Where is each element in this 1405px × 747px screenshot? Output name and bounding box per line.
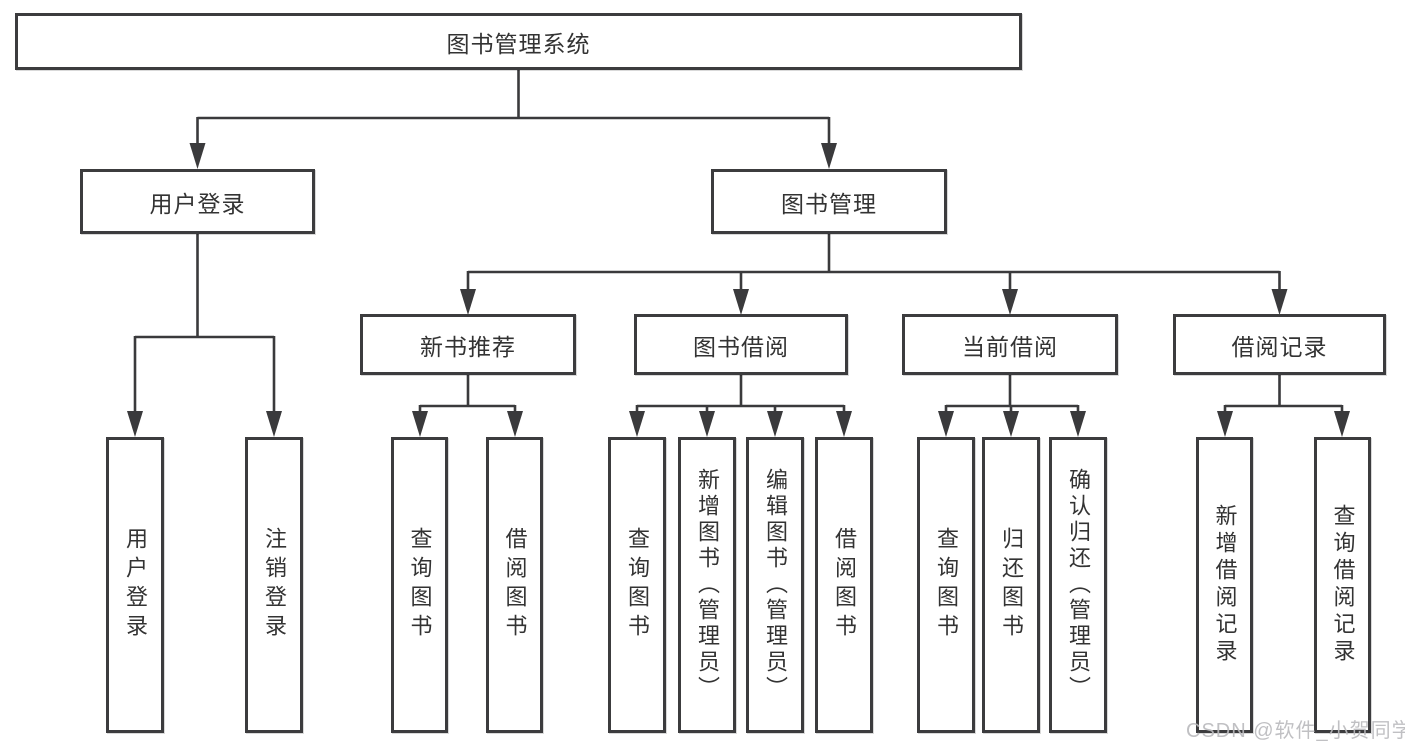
leaf-user-login: 用户登录 [106,437,164,733]
leaf-return-books: 归还图书 [982,437,1040,733]
node-label: 图书借阅 [693,333,789,360]
leaf-label: 借阅图书 [832,527,857,643]
leaf-query-books-2: 查询图书 [608,437,666,733]
leaf-label: 查询图书 [934,527,959,643]
node-book-borrow: 图书借阅 [634,314,848,375]
leaf-query-borrow-record: 查询借阅记录 [1314,437,1371,733]
node-borrow-records: 借阅记录 [1173,314,1386,375]
node-label: 当前借阅 [962,333,1058,360]
csdn-watermark: CSDN @软件_小贺同学 [1186,720,1405,742]
leaf-label: 查询图书 [625,527,650,643]
leaf-borrow-books-2: 借阅图书 [815,437,873,733]
node-new-book-recommend: 新书推荐 [360,314,576,375]
leaf-query-books-3: 查询图书 [917,437,975,733]
leaf-edit-books-admin: 编辑图书（管理员） [746,437,804,733]
leaf-borrow-books-1: 借阅图书 [486,437,543,733]
leaf-label: 编辑图书（管理员） [763,468,788,702]
leaf-label: 新增借阅记录 [1212,504,1238,666]
node-book-management: 图书管理 [711,169,947,234]
leaf-label: 查询图书 [407,527,433,643]
leaf-label: 用户登录 [123,527,148,643]
leaf-label: 归还图书 [999,527,1024,643]
node-current-borrow: 当前借阅 [902,314,1118,375]
leaf-label: 注销登录 [262,527,287,643]
leaf-add-books-admin: 新增图书（管理员） [678,437,736,733]
node-label: 图书管理系统 [446,30,591,57]
leaf-label: 新增图书（管理员） [695,468,720,702]
leaf-label: 借阅图书 [502,527,528,643]
node-label: 新书推荐 [420,333,516,360]
leaf-query-books-1: 查询图书 [391,437,448,733]
node-user-login-group: 用户登录 [80,169,315,234]
node-library-management-system: 图书管理系统 [15,13,1022,70]
leaf-confirm-return-admin: 确认归还（管理员） [1049,437,1107,733]
leaf-label: 查询借阅记录 [1330,504,1356,666]
node-label: 用户登录 [149,190,246,217]
node-label: 借阅记录 [1231,333,1328,360]
node-label: 图书管理 [781,190,877,217]
leaf-add-borrow-record: 新增借阅记录 [1196,437,1253,733]
leaf-label: 确认归还（管理员） [1066,468,1091,702]
leaf-logout: 注销登录 [245,437,303,733]
